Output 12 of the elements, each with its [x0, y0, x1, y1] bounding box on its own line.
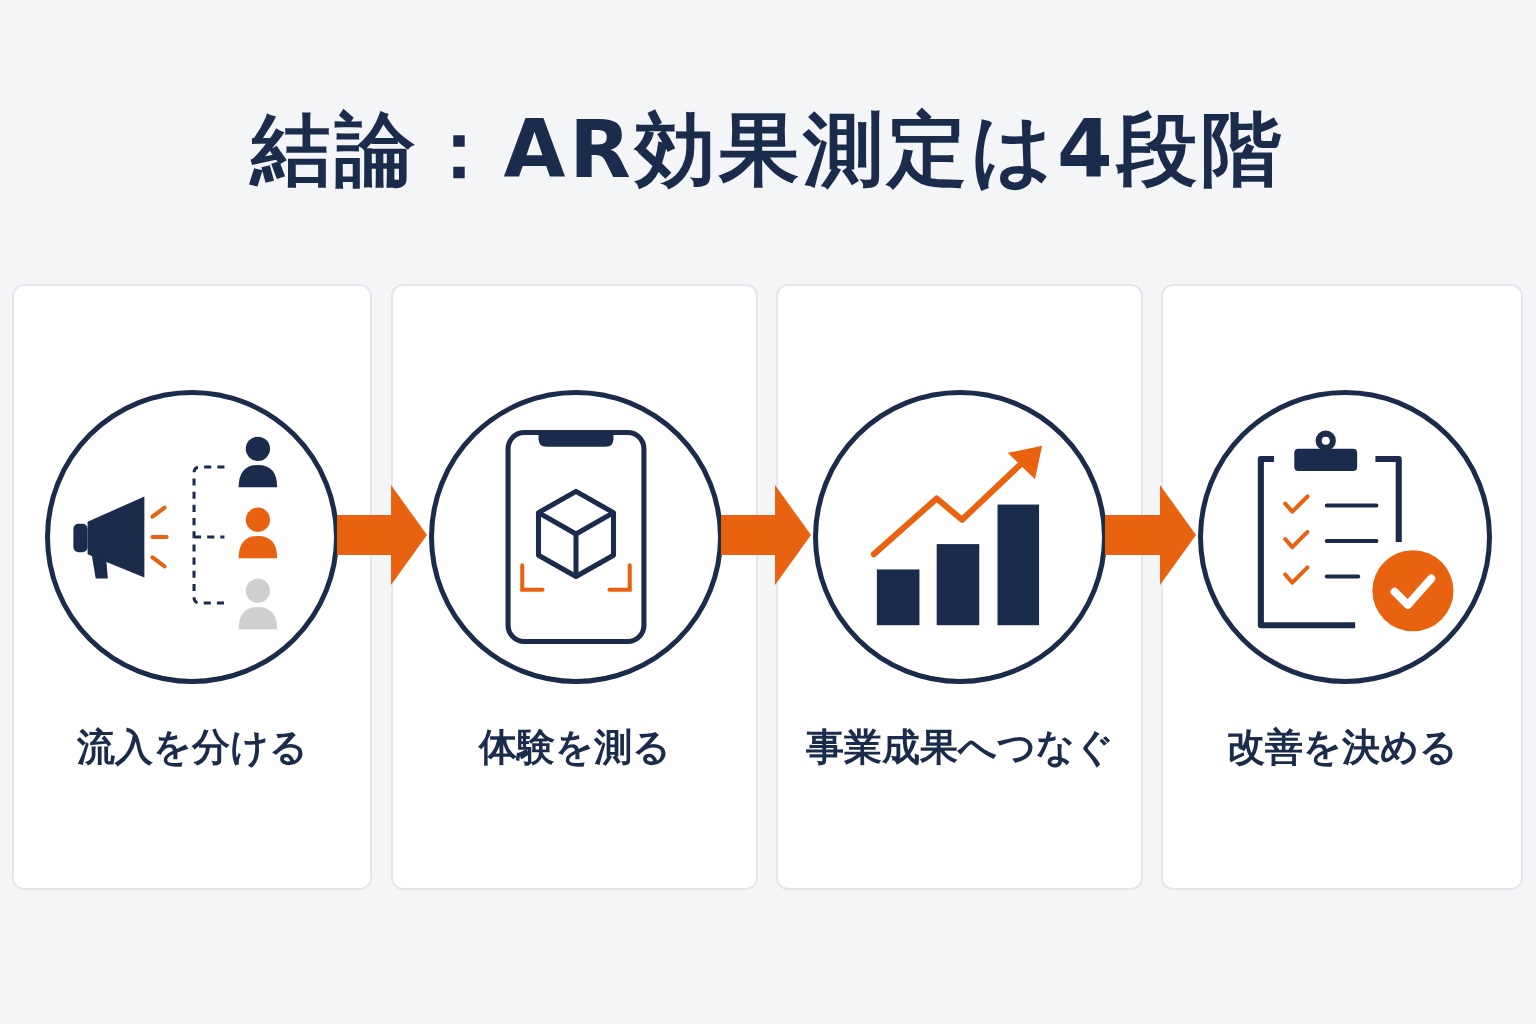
title: 結論：AR効果測定は4段階 — [251, 102, 1285, 198]
step-label: 流入を分ける — [76, 724, 308, 771]
step-card — [776, 284, 1143, 890]
step-card — [391, 284, 758, 890]
step-label: 改善を決める — [1226, 724, 1458, 771]
step-card — [12, 284, 372, 890]
arrow — [721, 485, 811, 585]
arrow — [337, 485, 427, 585]
step-label: 体験を測る — [478, 724, 671, 771]
arrow — [1105, 485, 1196, 585]
step-label: 事業成果へつなぐ — [805, 724, 1114, 771]
step-card — [1161, 284, 1523, 890]
